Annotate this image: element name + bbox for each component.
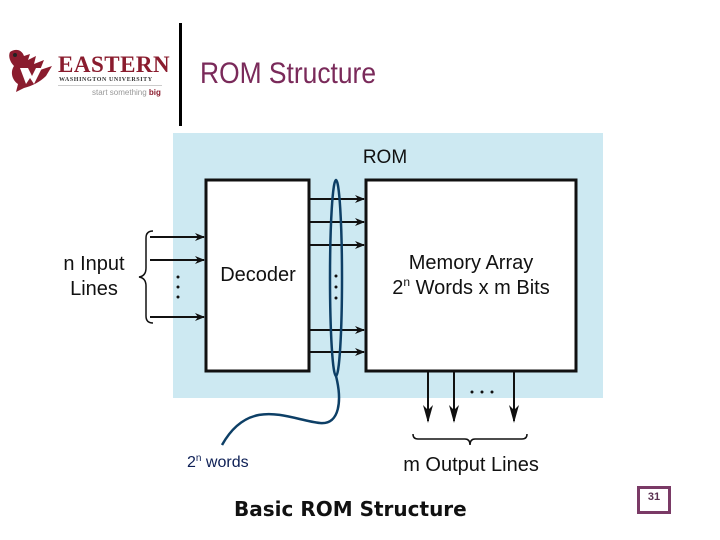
slide-title: ROM Structure — [200, 57, 377, 90]
rom-label: ROM — [363, 147, 407, 168]
input-lines — [150, 233, 205, 321]
tagline-prefix: start something — [92, 88, 149, 97]
words-label: 2n words — [187, 453, 249, 471]
logo-tagline: start something big — [92, 88, 161, 97]
word-ellipsis — [334, 274, 338, 300]
memory-array-size: 2n Words x m Bits — [392, 275, 549, 299]
tagline-emphasis: big — [148, 88, 161, 97]
university-logo: EASTERN WASHINGTON UNIVERSITY start some… — [6, 42, 170, 102]
figure-caption: Basic ROM Structure — [234, 497, 467, 521]
input-brace — [138, 230, 154, 324]
output-lines — [423, 371, 519, 423]
input-ellipsis — [176, 275, 180, 299]
decoder-block — [204, 178, 311, 373]
output-brace — [412, 433, 528, 446]
decoder-label: Decoder — [220, 264, 296, 286]
memory-array-block — [364, 178, 578, 373]
logo-subtitle: WASHINGTON UNIVERSITY — [59, 77, 153, 83]
words-pointer — [220, 375, 341, 446]
memory-array-label: Memory Array — [409, 252, 533, 274]
output-ellipsis — [470, 390, 494, 394]
eagle-logo-icon — [9, 49, 53, 92]
logo-wordmark: EASTERN — [58, 52, 171, 77]
logo-rule — [58, 85, 162, 86]
output-label: m Output Lines — [403, 454, 539, 476]
title-divider — [179, 23, 182, 126]
page-number: 31 — [637, 486, 671, 514]
input-label-line1: n Input — [63, 253, 125, 275]
word-lines — [309, 195, 365, 356]
input-label-line2: Lines — [70, 278, 118, 300]
